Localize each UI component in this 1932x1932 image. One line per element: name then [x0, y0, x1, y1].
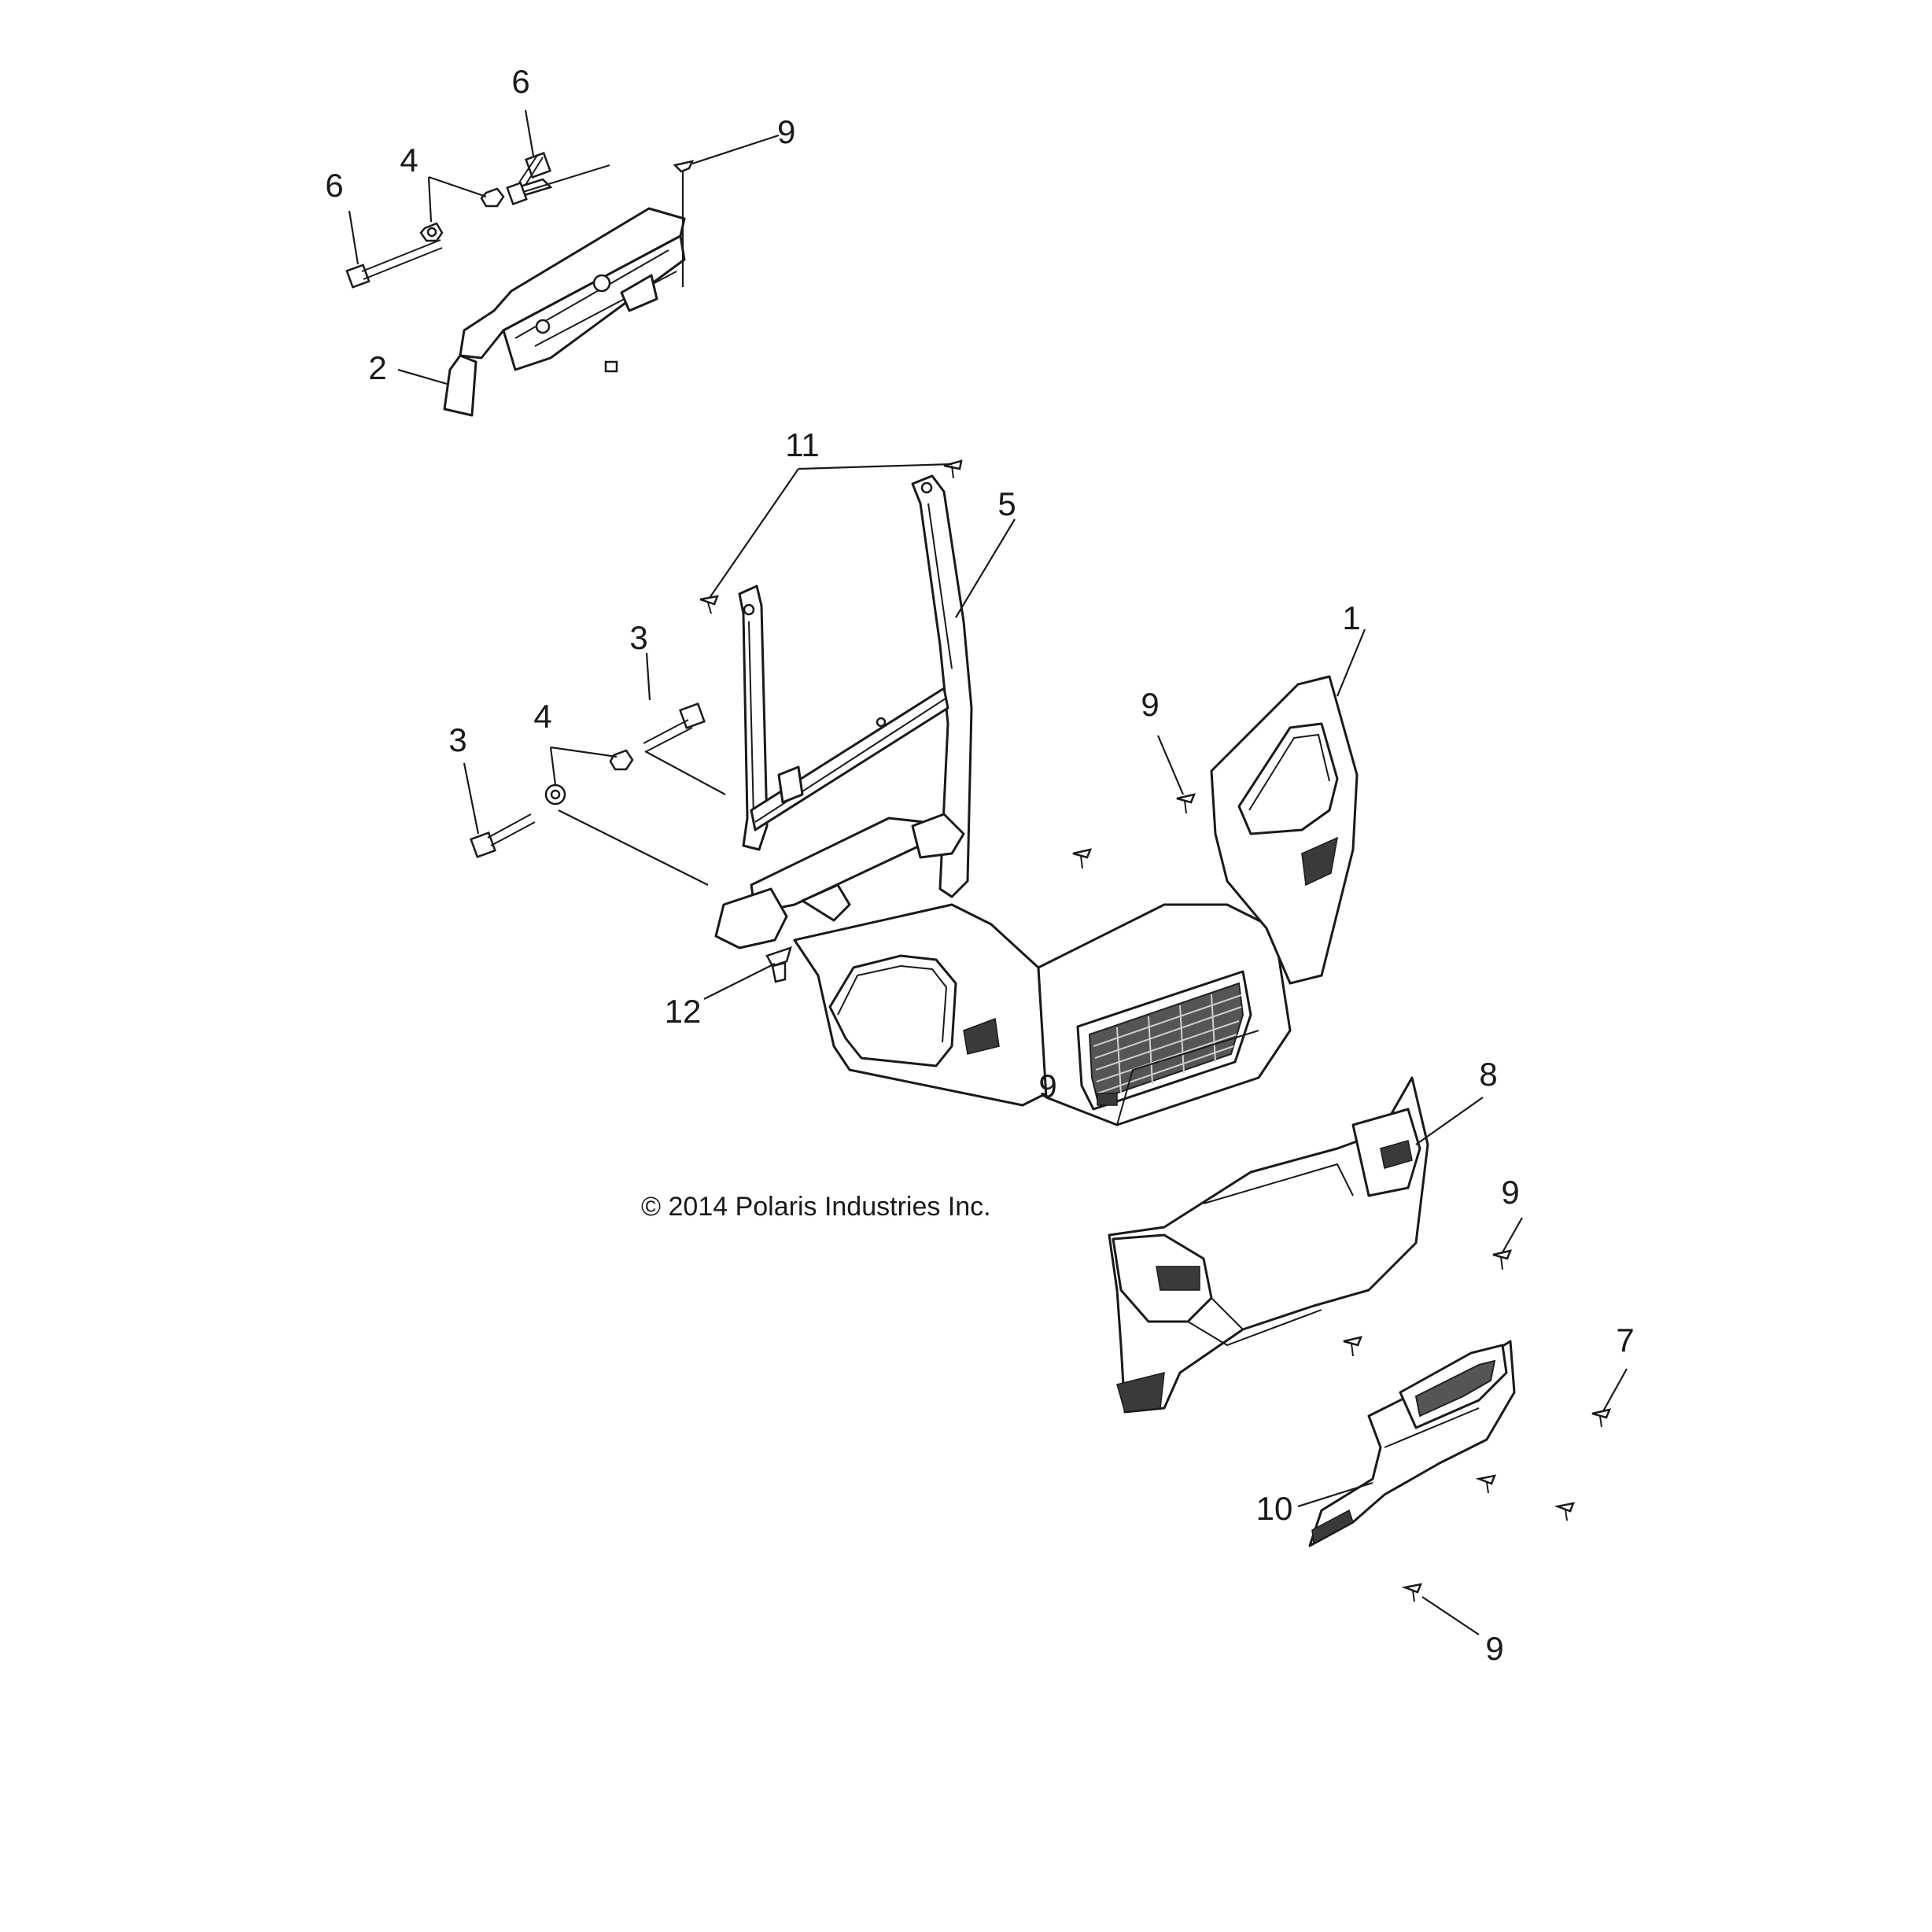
callout-5: 5 [997, 485, 1016, 522]
callout-2: 2 [368, 349, 386, 386]
copyright-notice: © 2014 Polaris Industries Inc. [641, 1192, 991, 1222]
part-4-nut-top [419, 187, 505, 242]
callout-3-lower: 3 [448, 721, 466, 758]
part-11-screw-top [943, 459, 963, 479]
part-9-screw-bumper-mid [1072, 848, 1093, 869]
part-2-upper-bracket [443, 207, 686, 417]
part-4-nut-middle [544, 749, 634, 806]
callout-12: 12 [665, 993, 702, 1030]
part-9-screw-skid-a [1475, 1474, 1497, 1494]
callout-6-left: 6 [325, 167, 343, 204]
part-10-skid-plate [1308, 1340, 1516, 1547]
callout-9-bumper: 9 [1141, 686, 1159, 723]
part-6-bolt-top-right [518, 152, 551, 186]
part-9-screw-skid-b [1554, 1502, 1576, 1521]
part-6-bolt-left [345, 239, 443, 289]
part-7-screw [1591, 1408, 1612, 1428]
part-9-screw-lower-mid [1343, 1336, 1363, 1357]
callout-1: 1 [1342, 599, 1360, 636]
part-9-screw-bottom [1401, 1583, 1423, 1602]
callout-9-grille: 9 [1038, 1067, 1056, 1104]
callout-11: 11 [785, 426, 820, 463]
part-3-bolt-upper [643, 702, 706, 752]
callout-4-middle: 4 [533, 698, 551, 735]
callout-3-upper: 3 [629, 619, 647, 656]
part-5-frame-support [714, 474, 973, 949]
callout-4-top: 4 [400, 142, 418, 179]
callout-9-lower: 9 [1501, 1174, 1519, 1211]
callout-8: 8 [1479, 1056, 1497, 1093]
part-12-fastener [765, 946, 792, 983]
part-11-screw-left [699, 595, 719, 614]
part-1-front-bumper [793, 675, 1359, 1126]
callout-10: 10 [1256, 1490, 1293, 1527]
callout-6-top: 6 [511, 63, 529, 100]
part-9-screw-lower-right [1492, 1249, 1513, 1270]
part-8-lower-bumper [1108, 1076, 1429, 1414]
callout-9-bottom: 9 [1485, 1630, 1503, 1667]
part-3-bolt-lower [470, 813, 536, 858]
part-9-screw-bumper-top [1176, 793, 1196, 814]
part-6-bolt-top [506, 164, 610, 206]
callout-7: 7 [1616, 1322, 1634, 1359]
leader-lines [348, 109, 1628, 1635]
callout-labels: 1 2 3 3 4 4 5 6 6 7 8 9 9 9 9 9 10 11 12 [325, 63, 1634, 1667]
callout-9-top: 9 [777, 113, 795, 150]
